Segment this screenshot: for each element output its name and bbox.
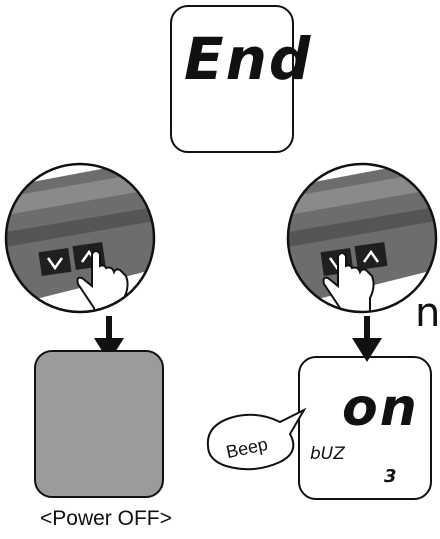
hand-press-icon (322, 252, 375, 312)
top-display: End (170, 5, 310, 153)
up-button[interactable] (354, 242, 388, 270)
result-display: on bUZ 3 (298, 356, 432, 500)
chevron-down-icon (46, 257, 64, 271)
power-off-caption: <Power OFF> (40, 507, 172, 530)
hand-press-icon (76, 250, 129, 312)
right-magnifier (286, 162, 438, 314)
down-button[interactable] (38, 248, 72, 276)
edge-text: n. (415, 290, 440, 336)
power-off-display (34, 350, 164, 498)
left-magnifier (4, 162, 156, 314)
speech-bubble (206, 407, 307, 471)
result-main-text: on (342, 378, 419, 438)
down-arrow-icon (352, 316, 382, 362)
result-sub-label: bUZ (310, 444, 345, 464)
chevron-up-icon (362, 249, 380, 263)
result-sub-value: 3 (384, 466, 397, 487)
top-display-text: End (184, 25, 313, 93)
